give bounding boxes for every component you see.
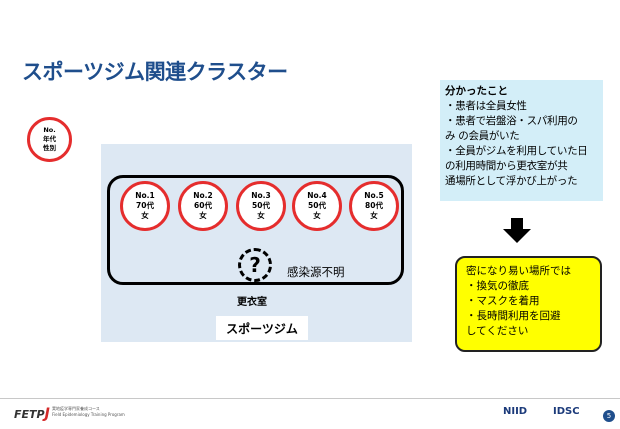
unknown-source-icon: ? xyxy=(238,248,272,282)
page-title: スポーツジム関連クラスター xyxy=(22,60,288,84)
legend-sex: 性別 xyxy=(43,144,56,152)
locker-room-box xyxy=(107,175,404,285)
patient-sex: 女 xyxy=(141,211,149,220)
patient-no: No.3 xyxy=(251,191,271,200)
patient-age: 80代 xyxy=(365,201,383,210)
fetp-subtitle-en: Field Epidemiology Training Program xyxy=(52,412,125,417)
advice-line: ・マスクを着用 xyxy=(466,295,540,307)
patient-no: No.5 xyxy=(364,191,384,200)
page-number: 5 xyxy=(603,410,615,422)
fetp-subtitle-jp: 実地疫学専門家養成コース xyxy=(52,406,100,411)
advice-line: ・換気の徹底 xyxy=(466,280,529,292)
patient-age: 50代 xyxy=(252,201,270,210)
fetp-logo-text: FETP xyxy=(14,408,45,421)
down-arrow-icon xyxy=(503,218,531,243)
advice-line: 密になり易い場所では xyxy=(466,265,571,277)
advice-line: ・長時間利用を回避 xyxy=(466,310,561,322)
patient-sex: 女 xyxy=(370,211,378,220)
findings-line: 通場所として浮かび上がった xyxy=(445,175,578,187)
advice-box: 密になり易い場所では ・換気の徹底 ・マスクを着用 ・長時間利用を回避 してくだ… xyxy=(455,256,602,352)
patient-circle-4: No.4 50代 女 xyxy=(292,181,342,231)
legend-circle: No. 年代 性別 xyxy=(27,117,72,162)
patient-circle-5: No.5 80代 女 xyxy=(349,181,399,231)
patient-age: 50代 xyxy=(308,201,326,210)
findings-line: み の会員がいた xyxy=(445,130,520,142)
findings-line: ・全員がジムを利用していた日 xyxy=(445,145,588,157)
patient-circle-3: No.3 50代 女 xyxy=(236,181,286,231)
patient-no: No.4 xyxy=(307,191,327,200)
patient-age: 70代 xyxy=(136,201,154,210)
patient-circle-2: No.2 60代 女 xyxy=(178,181,228,231)
findings-line: ・患者で岩盤浴・スパ利用の xyxy=(445,115,578,127)
idsc-logo: IDSC xyxy=(553,406,580,417)
patient-sex: 女 xyxy=(313,211,321,220)
unknown-source-label: 感染源不明 xyxy=(287,265,345,279)
niid-logo: NIID xyxy=(503,406,528,417)
fetp-logo-j: J xyxy=(44,406,50,422)
patient-sex: 女 xyxy=(199,211,207,220)
patient-no: No.2 xyxy=(193,191,213,200)
patient-age: 60代 xyxy=(194,201,212,210)
findings-box: 分かったこと ・患者は全員女性 ・患者で岩盤浴・スパ利用の み の会員がいた ・… xyxy=(440,80,603,201)
patient-sex: 女 xyxy=(257,211,265,220)
patient-no: No.1 xyxy=(135,191,155,200)
patient-circle-1: No.1 70代 女 xyxy=(120,181,170,231)
legend-no: No. xyxy=(43,126,56,134)
legend-age: 年代 xyxy=(43,135,56,143)
findings-line: ・患者は全員女性 xyxy=(445,100,527,112)
findings-line: の利用時間から更衣室が共 xyxy=(445,160,568,172)
locker-room-label: 更衣室 xyxy=(237,297,267,308)
footer-divider xyxy=(0,398,620,399)
advice-line: してください xyxy=(466,325,529,337)
fetp-logo: FETPJ xyxy=(14,406,50,422)
gym-label: スポーツジム xyxy=(216,316,308,340)
fetp-subtitle: 実地疫学専門家養成コース Field Epidemiology Training… xyxy=(52,406,125,418)
findings-title: 分かったこと xyxy=(445,85,508,97)
